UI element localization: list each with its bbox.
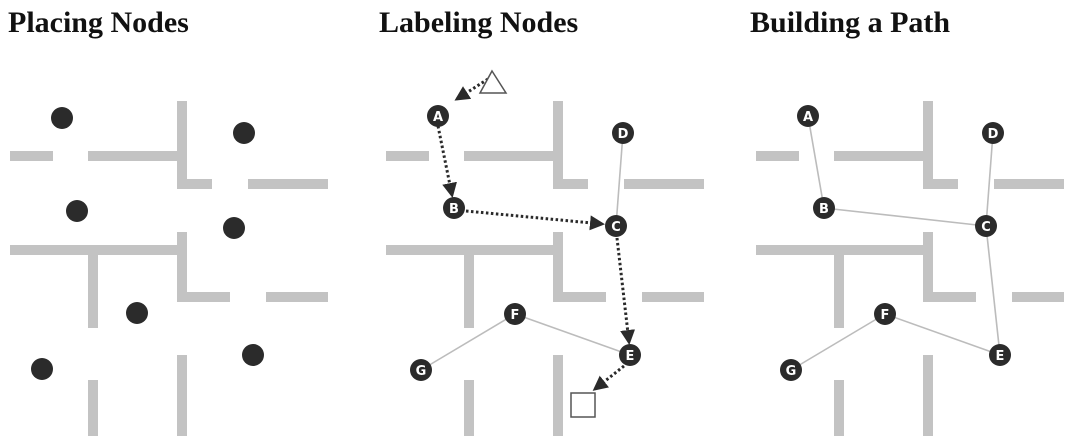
triangle-icon	[478, 69, 508, 94]
svg-text:G: G	[786, 364, 797, 379]
node-dot	[242, 344, 264, 366]
svg-text:C: C	[611, 220, 621, 235]
edge-f-e	[884, 313, 1001, 356]
maze-walls	[386, 101, 704, 436]
edge-f-g	[420, 313, 516, 371]
svg-text:C: C	[981, 220, 991, 235]
route-segment	[454, 77, 489, 101]
panel-placing-nodes: Placing Nodes	[0, 0, 340, 436]
panel-title-placing-nodes: Placing Nodes	[8, 6, 189, 39]
labeled-nodes: A D B C F E G	[410, 105, 641, 381]
panel-labeling-nodes: Labeling Nodes	[376, 0, 716, 436]
edge-c-d	[615, 132, 624, 227]
node-f: F	[874, 303, 896, 325]
edge-c-e	[985, 225, 1001, 356]
svg-text:E: E	[626, 349, 635, 364]
route-segment	[436, 125, 457, 198]
node-a: A	[427, 105, 449, 127]
node-e: E	[989, 344, 1011, 366]
maze-diagram-building: A D B C F E G	[756, 101, 1064, 436]
node-dot	[223, 217, 245, 239]
svg-text:F: F	[511, 308, 520, 323]
svg-text:B: B	[449, 202, 459, 217]
svg-text:A: A	[433, 110, 443, 125]
graph-edges	[420, 132, 631, 371]
path-nodes: A D B C F E G	[780, 105, 1011, 381]
node-dot	[233, 122, 255, 144]
node-g: G	[410, 359, 432, 381]
square-icon	[570, 392, 596, 418]
maze-walls	[10, 101, 328, 436]
node-b: B	[813, 197, 835, 219]
node-a: A	[797, 105, 819, 127]
edge-f-g	[790, 313, 886, 371]
node-dot	[126, 302, 148, 324]
edge-f-e	[514, 313, 631, 356]
node-c: C	[605, 215, 627, 237]
node-dot	[31, 358, 53, 380]
panel-title-building-path: Building a Path	[750, 6, 951, 39]
edge-a-b	[807, 115, 825, 209]
panel-title-labeling-nodes: Labeling Nodes	[379, 6, 579, 39]
route-segment	[592, 364, 625, 391]
svg-text:G: G	[416, 364, 427, 379]
svg-text:A: A	[803, 110, 813, 125]
edge-b-c	[823, 207, 987, 227]
node-e: E	[619, 344, 641, 366]
svg-text:D: D	[618, 127, 629, 142]
edge-c-d	[985, 132, 994, 227]
node-c: C	[975, 215, 997, 237]
placed-nodes	[31, 107, 264, 380]
node-dot	[51, 107, 73, 129]
panel-building-path: Building a Path A D B	[746, 0, 1068, 436]
svg-text:D: D	[988, 127, 999, 142]
node-b: B	[443, 197, 465, 219]
node-f: F	[504, 303, 526, 325]
node-d: D	[612, 122, 634, 144]
route-segment	[465, 209, 605, 231]
maze-diagram-labeling: A D B C F E G	[386, 69, 704, 436]
node-g: G	[780, 359, 802, 381]
route-path	[436, 77, 636, 391]
route-segment	[615, 237, 636, 345]
node-dot	[66, 200, 88, 222]
maze-diagram-placing	[10, 101, 328, 436]
svg-text:B: B	[819, 202, 829, 217]
svg-text:E: E	[996, 349, 1005, 364]
graph-edges	[790, 115, 1001, 371]
svg-text:F: F	[881, 308, 890, 323]
node-d: D	[982, 122, 1004, 144]
maze-walls	[756, 101, 1064, 436]
